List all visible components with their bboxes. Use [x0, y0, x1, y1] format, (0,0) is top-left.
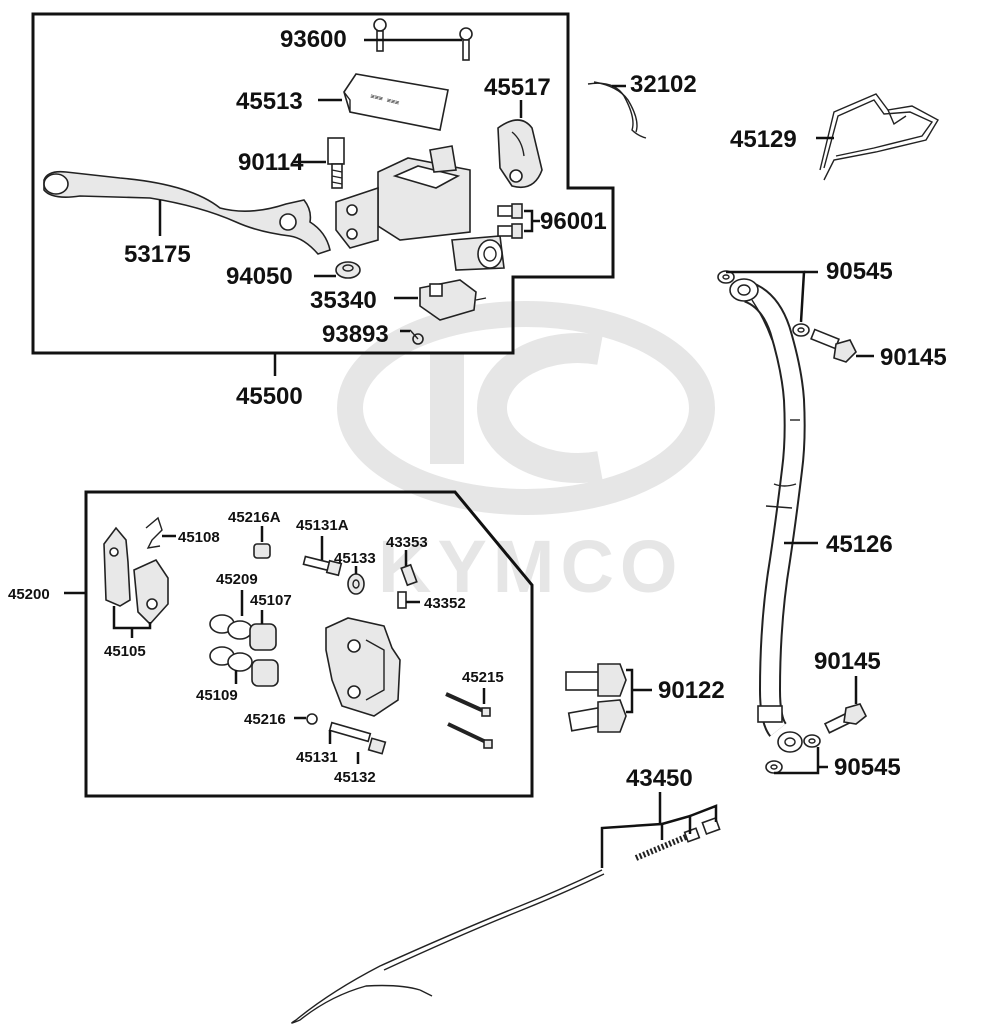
piston-seal-part: [209, 590, 279, 687]
clamp-part: [497, 119, 543, 189]
pin-45131-part: [328, 721, 387, 755]
watermark-brand-text: KYMCO: [378, 525, 683, 608]
screw-93893-part: [409, 329, 424, 345]
label-45105: 45105: [104, 643, 146, 660]
pad-spring-part: [145, 516, 163, 549]
bolt-90122-part: [565, 663, 652, 733]
label-43450: 43450: [626, 765, 693, 792]
bolt-90114-part: [327, 137, 345, 189]
label-45108: 45108: [178, 529, 220, 546]
bushing-94050-part: [335, 261, 361, 279]
kymco-watermark: KYMCO: [337, 301, 715, 608]
label-45126: 45126: [826, 531, 893, 558]
label-90145-top: 90145: [880, 344, 947, 371]
label-45209: 45209: [216, 571, 258, 588]
label-94050: 94050: [226, 263, 293, 290]
label-45132: 45132: [334, 769, 376, 786]
label-96001: 96001: [540, 208, 607, 235]
brake-pad-part: [103, 526, 169, 638]
label-45517: 45517: [484, 74, 551, 101]
label-90122: 90122: [658, 677, 725, 704]
reservoir-cap-part: ≡≡≡ ≡≡≡: [343, 73, 449, 131]
master-cylinder-group-frame: [31, 12, 615, 355]
label-45131: 45131: [296, 749, 338, 766]
label-90114: 90114: [238, 149, 304, 176]
label-45129: 45129: [730, 126, 797, 153]
caliper-body-part: [325, 617, 401, 717]
bracket-45129-part: [819, 93, 939, 181]
label-53175: 53175: [124, 241, 191, 268]
screw-96001-part: [497, 203, 540, 239]
label-93600: 93600: [280, 26, 347, 53]
label-32102: 32102: [630, 71, 697, 98]
label-45215: 45215: [462, 669, 504, 686]
brake-switch-part: [419, 279, 487, 321]
pin-45131A-part: [302, 555, 343, 577]
nut-45133-part: [347, 573, 365, 595]
bolt-90145-top-part: [810, 328, 857, 363]
label-90145-bottom: 90145: [814, 648, 881, 675]
master-cylinder-body-part: [335, 145, 505, 271]
screw-93600-part: [364, 18, 473, 61]
caliper-group-frame: [84, 490, 534, 798]
label-45500: 45500: [236, 383, 303, 410]
label-45109: 45109: [196, 687, 238, 704]
pad-pin-45215-part: [445, 692, 493, 749]
label-43353: 43353: [386, 534, 428, 551]
label-45107: 45107: [250, 592, 292, 609]
label-45200: 45200: [8, 586, 50, 603]
label-43352: 43352: [424, 595, 466, 612]
wire-32102-part: [587, 81, 647, 139]
label-90545-bottom: 90545: [834, 754, 901, 781]
label-45216: 45216: [244, 711, 286, 728]
brake-hose-part: [729, 278, 806, 753]
bolt-90145-bottom-part: [823, 703, 868, 734]
bleeder-43353-part: [400, 563, 418, 587]
cable-43450-part: [291, 792, 721, 1024]
label-93893: 93893: [322, 321, 389, 348]
washer-90545-bottom-part: [765, 734, 828, 775]
brake-lever-part: [43, 170, 331, 255]
label-35340: 35340: [310, 287, 377, 314]
label-45131A: 45131A: [296, 517, 349, 534]
washer-90545-top-part: [717, 270, 818, 337]
label-45216A: 45216A: [228, 509, 281, 526]
label-45133: 45133: [334, 550, 376, 567]
label-90545-top: 90545: [826, 258, 893, 285]
bleeder-cap-part: [397, 591, 407, 609]
dust-boot-45216-part: [306, 713, 318, 725]
sleeve-45216A-part: [253, 543, 271, 559]
label-45513: 45513: [236, 88, 303, 115]
